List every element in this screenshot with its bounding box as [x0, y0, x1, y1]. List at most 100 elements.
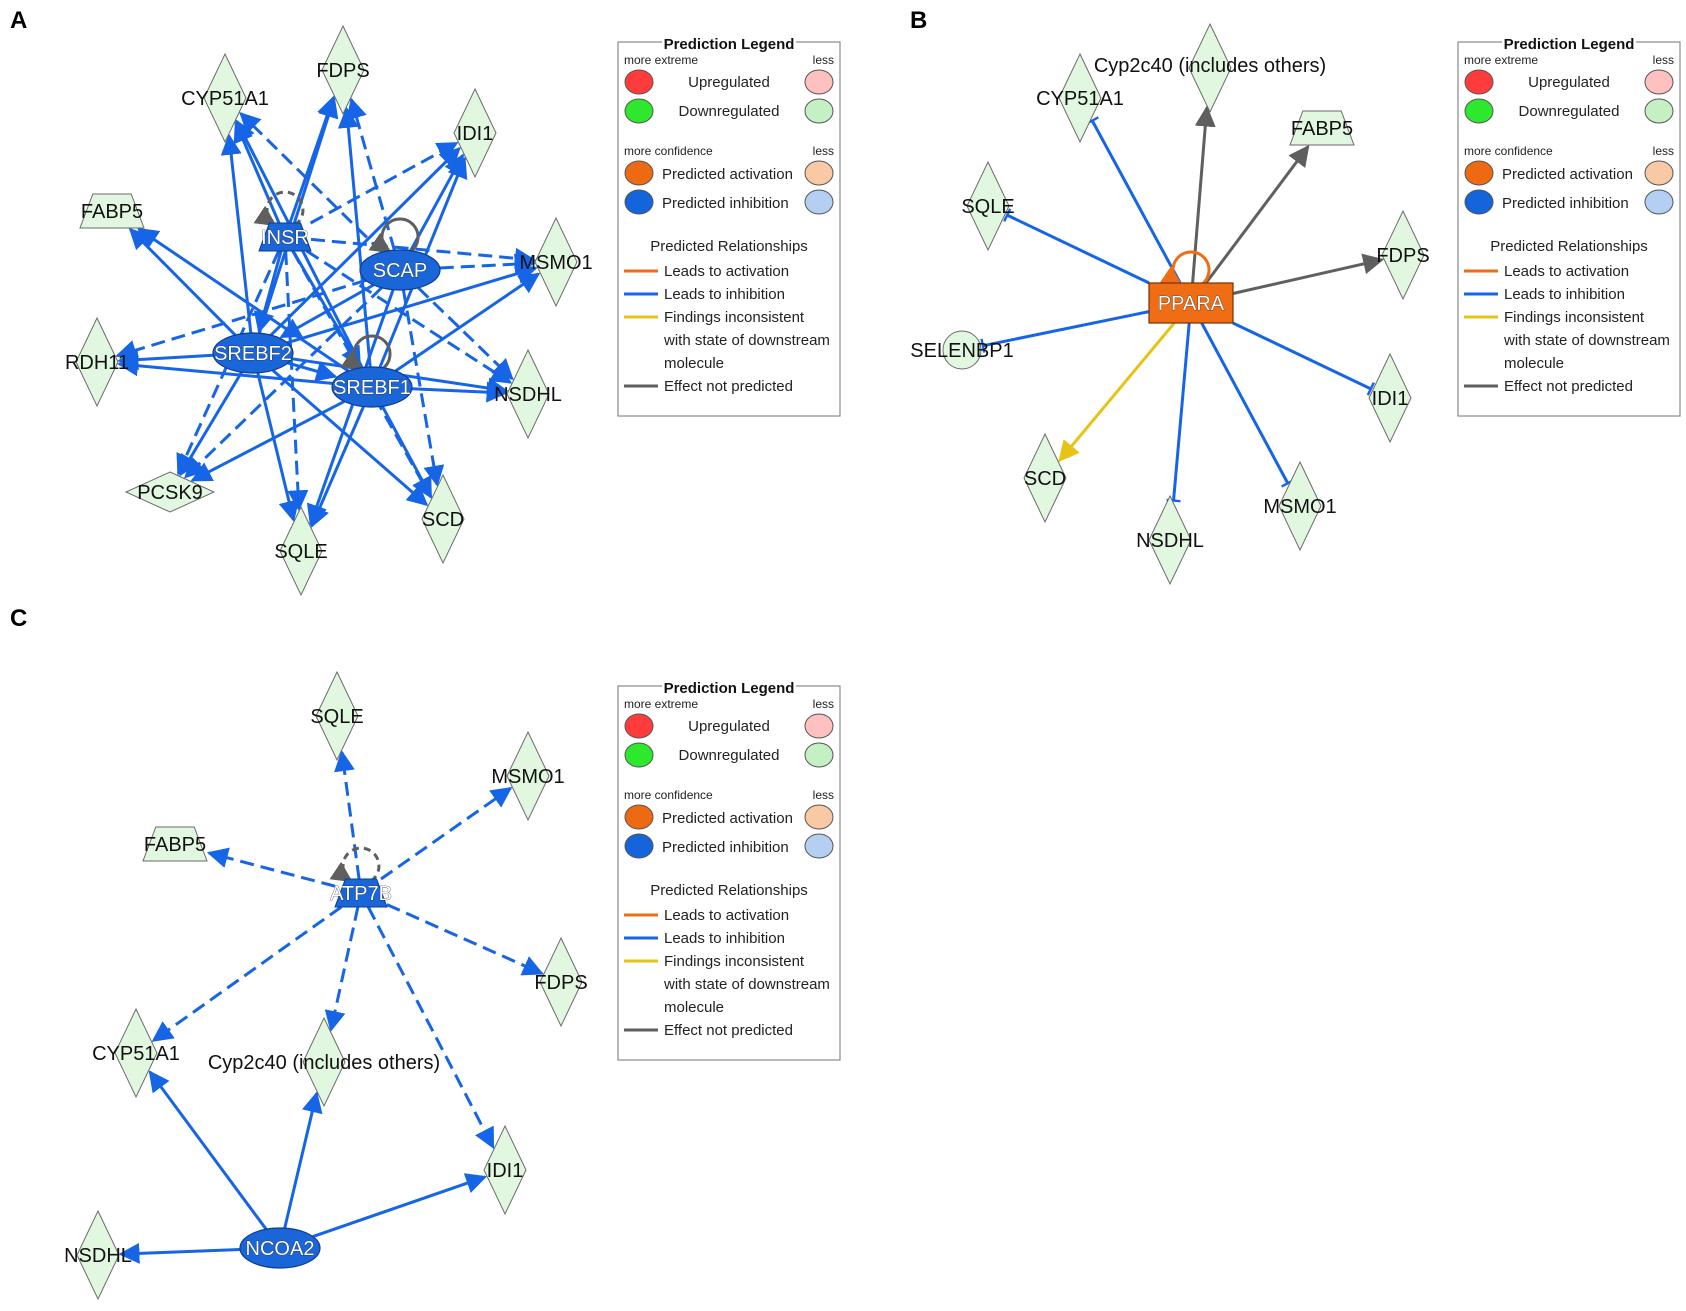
legend-frame: [617, 41, 841, 417]
legend-relationships-title: Predicted Relationships: [650, 882, 808, 899]
node-cyp2c40[interactable]: Cyp2c40 (includes others): [208, 1016, 440, 1108]
legend-leads-to-activation: Leads to activation: [664, 907, 789, 924]
inhibition-weak-swatch: [804, 189, 834, 215]
legend-title-bg: [662, 678, 796, 696]
edge-insr-to-srebf2: [253, 250, 283, 334]
legend-title: Prediction Legend: [664, 36, 795, 53]
node-fdps[interactable]: FDPS: [316, 24, 370, 116]
edge-scap-to-sqle: [306, 289, 395, 526]
node-selenbp1[interactable]: SELENBP1: [910, 330, 1014, 370]
edge-insr-to-idi1: [309, 141, 459, 225]
edge-insr-to-srebf1: [291, 250, 362, 368]
node-ppara[interactable]: PPARA: [1148, 282, 1234, 324]
node-scd[interactable]: SCD: [421, 473, 465, 565]
edge-srebf2-to-fdps: [257, 96, 339, 334]
node-srebf2[interactable]: SREBF2: [212, 332, 294, 374]
node-nsdhl[interactable]: NSDHL: [1136, 494, 1204, 586]
edge-srebf1-to-rdh11: [117, 355, 333, 385]
node-shape: [534, 216, 578, 308]
node-srebf1[interactable]: SREBF1: [331, 366, 413, 408]
node-cyp51a1[interactable]: CYP51A1: [181, 52, 269, 144]
node-shape: [1148, 282, 1234, 324]
node-label: MSMO1: [491, 766, 564, 788]
edge-srebf2-to-sqle: [256, 372, 300, 522]
node-ncoa2[interactable]: NCOA2: [239, 1227, 321, 1269]
node-label: SCD: [1024, 468, 1066, 490]
node-cyp51a1[interactable]: CYP51A1: [92, 1007, 180, 1099]
node-shape: [1381, 209, 1425, 301]
node-insr[interactable]: INSR: [258, 222, 312, 252]
node-shape: [239, 1227, 321, 1269]
node-idi1[interactable]: IDI1: [1368, 352, 1412, 444]
node-idi1[interactable]: IDI1: [453, 87, 497, 179]
legend-inconsistent-2: with state of downstream: [1503, 332, 1670, 349]
node-fdps[interactable]: FDPS: [534, 936, 588, 1028]
node-msmo1[interactable]: MSMO1: [491, 730, 565, 822]
node-rdh11[interactable]: RDH11: [65, 316, 129, 408]
edge-srebf1-to-msmo1: [394, 272, 541, 373]
legend-effect-not-predicted: Effect not predicted: [1504, 378, 1633, 395]
legend-less: less: [1653, 144, 1674, 158]
legend-predicted-inhibition: Predicted inhibition: [662, 195, 789, 212]
self-loop-atp7b: [329, 846, 381, 883]
edges-layer: [115, 95, 1385, 1264]
node-label: NSDHL: [1136, 530, 1204, 552]
panel-letter-a: A: [10, 7, 27, 34]
node-atp7b[interactable]: ATP7B: [330, 878, 392, 908]
legend-less: less: [813, 53, 834, 67]
upregulated-weak-swatch: [1644, 69, 1674, 95]
legend-more-confidence: more confidence: [624, 788, 713, 802]
edge-ppara-to-msmo1: [1200, 322, 1295, 488]
edge-ncoa2-to-idi1: [312, 1173, 488, 1239]
node-fabp5[interactable]: FABP5: [79, 193, 145, 229]
legend-predicted-activation: Predicted activation: [662, 166, 793, 183]
edge-scap-to-srebf2: [279, 283, 375, 339]
legend-inconsistent-2: with state of downstream: [663, 332, 830, 349]
panel-letter-b: B: [910, 7, 927, 34]
legend-less: less: [1653, 53, 1674, 67]
edge-scap-to-rdh11: [115, 278, 367, 361]
node-sqle[interactable]: SQLE: [274, 505, 328, 597]
node-shape: [76, 1209, 120, 1301]
node-nsdhl[interactable]: NSDHL: [64, 1209, 132, 1301]
legend-predicted-inhibition: Predicted inhibition: [1502, 195, 1629, 212]
node-shape: [1278, 460, 1322, 552]
upregulated-strong-swatch: [624, 713, 654, 739]
node-label: PCSK9: [137, 482, 203, 504]
node-label: FDPS: [1376, 245, 1429, 267]
node-shape: [79, 193, 145, 229]
node-label: CYP51A1: [92, 1043, 180, 1065]
edge-ppara-to-cyp51a1: [1085, 116, 1182, 284]
node-label: CYP51A1: [1036, 88, 1124, 110]
upregulated-strong-swatch: [1464, 69, 1494, 95]
node-msmo1[interactable]: MSMO1: [519, 216, 593, 308]
node-label: SQLE: [310, 706, 363, 728]
node-idi1[interactable]: IDI1: [483, 1124, 527, 1216]
legend-upregulated: Upregulated: [688, 74, 770, 91]
legend-inconsistent-3: molecule: [664, 999, 724, 1016]
node-scd[interactable]: SCD: [1023, 432, 1067, 524]
node-msmo1[interactable]: MSMO1: [1263, 460, 1337, 552]
legend-more-confidence: more confidence: [1464, 144, 1553, 158]
legend-downregulated: Downregulated: [1519, 103, 1620, 120]
node-sqle[interactable]: SQLE: [961, 160, 1015, 252]
node-nsdhl[interactable]: NSDHL: [494, 348, 562, 440]
edge-srebf1-to-scd: [381, 405, 433, 499]
node-sqle[interactable]: SQLE: [310, 670, 364, 762]
legend-downregulated: Downregulated: [679, 747, 780, 764]
self-loop-scap: [368, 217, 420, 254]
node-pcsk9[interactable]: PCSK9: [124, 471, 216, 513]
node-fabp5[interactable]: FABP5: [1289, 110, 1355, 146]
legend-more-confidence: more confidence: [624, 144, 713, 158]
node-shape: [539, 936, 583, 1028]
node-shape: [1023, 432, 1067, 524]
node-cyp2c40[interactable]: Cyp2c40 (includes others): [1094, 22, 1326, 114]
node-scap[interactable]: SCAP: [359, 249, 441, 291]
node-fdps[interactable]: FDPS: [1376, 209, 1430, 301]
node-fabp5[interactable]: FABP5: [142, 826, 208, 862]
node-label: ATP7B: [330, 883, 392, 905]
node-cyp51a1[interactable]: CYP51A1: [1036, 52, 1124, 144]
activation-strong-swatch: [624, 160, 654, 186]
